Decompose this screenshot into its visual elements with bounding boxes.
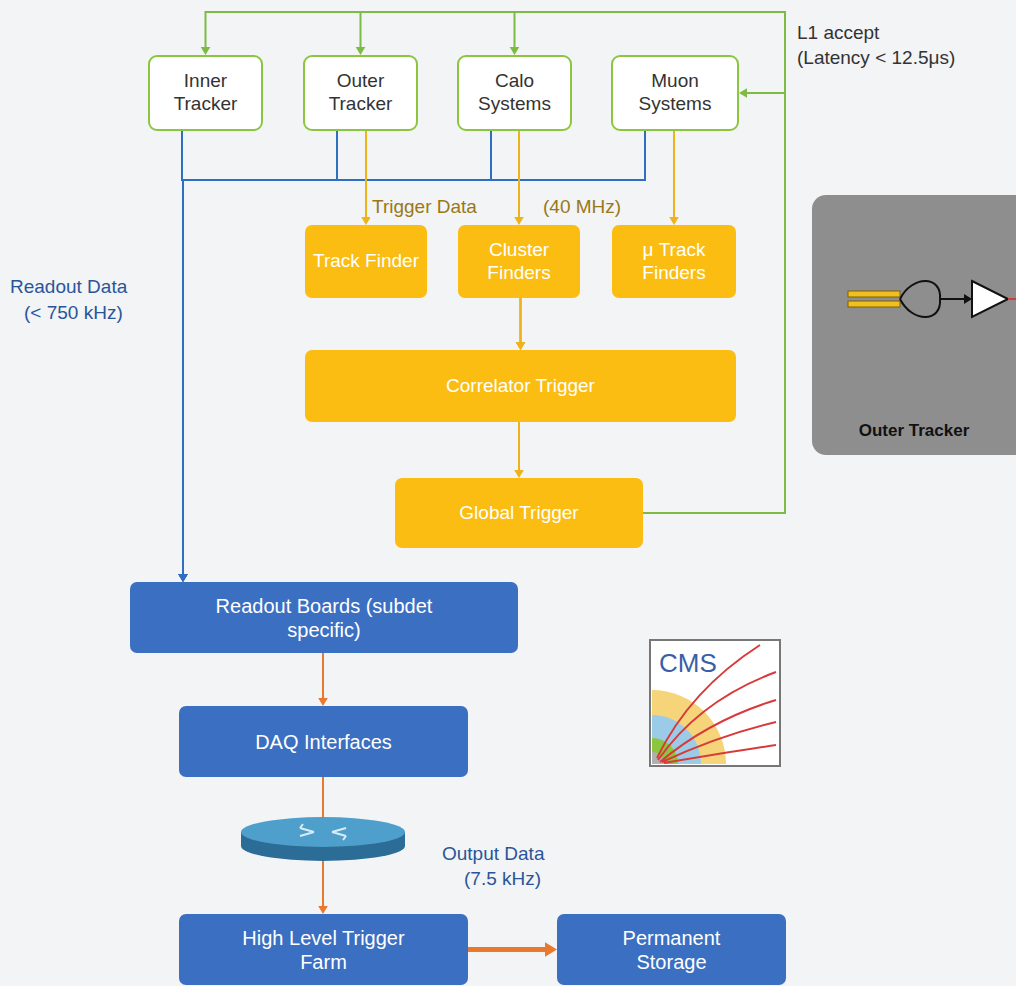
signal-label: Output Data — [440, 843, 546, 866]
daq-box: Readout Boards (subdet specific) — [130, 582, 518, 653]
node-text: DAQ Interfaces — [255, 730, 392, 754]
connector — [516, 298, 526, 350]
node-text: Permanent Storage — [612, 926, 732, 974]
callout-text: (Latency < 12.5μs) — [795, 47, 957, 70]
node-text: Muon Systems — [621, 70, 729, 116]
network-router-icon — [241, 817, 405, 861]
connector — [468, 942, 557, 956]
daq-box: High Level Trigger Farm — [179, 914, 468, 985]
node-text: Outer Tracker — [859, 421, 970, 441]
connector — [514, 422, 524, 478]
illustration-panel: Outer Tracker — [812, 195, 1016, 455]
node-text: Correlator Trigger — [446, 375, 595, 398]
signal-label: Trigger Data — [370, 196, 479, 219]
connector — [516, 298, 526, 350]
trigger-box: μ Track Finders — [612, 225, 736, 298]
detector-box: Inner Tracker — [148, 55, 263, 131]
node-text: Calo Systems — [467, 70, 562, 116]
node-text: Track Finder — [313, 250, 419, 273]
outer-tracker-illustration — [812, 195, 1016, 455]
connector — [643, 88, 785, 513]
connector — [516, 298, 526, 350]
trigger-box: Track Finder — [305, 225, 427, 298]
node-text: Cluster Finders — [466, 239, 572, 285]
callout-text: L1 accept — [795, 22, 881, 45]
node-text: High Level Trigger Farm — [229, 926, 419, 974]
detector-box: Muon Systems — [611, 55, 739, 131]
trigger-box: Global Trigger — [395, 478, 643, 548]
daq-box: DAQ Interfaces — [179, 706, 468, 777]
signal-label: (40 MHz) — [541, 196, 623, 219]
node-text: Outer Tracker — [313, 70, 408, 116]
trigger-box: Cluster Finders — [458, 225, 580, 298]
detector-box: Calo Systems — [457, 55, 572, 131]
storage-box: Permanent Storage — [557, 914, 786, 985]
detector-box: Outer Tracker — [303, 55, 418, 131]
cms-logo — [650, 640, 780, 766]
signal-label: Readout Data — [8, 276, 129, 299]
connector — [318, 653, 328, 706]
connector — [669, 131, 679, 225]
connector — [514, 131, 524, 225]
logo-text: CMS — [657, 648, 719, 679]
signal-label: (7.5 kHz) — [462, 868, 543, 891]
connector — [201, 12, 785, 513]
node-text: Inner Tracker — [158, 70, 253, 116]
node-text: μ Track Finders — [620, 239, 728, 285]
node-text: Readout Boards (subdet specific) — [204, 594, 444, 642]
signal-label: (< 750 kHz) — [22, 302, 125, 325]
node-text: Global Trigger — [459, 502, 578, 525]
trigger-box: Correlator Trigger — [305, 350, 736, 422]
